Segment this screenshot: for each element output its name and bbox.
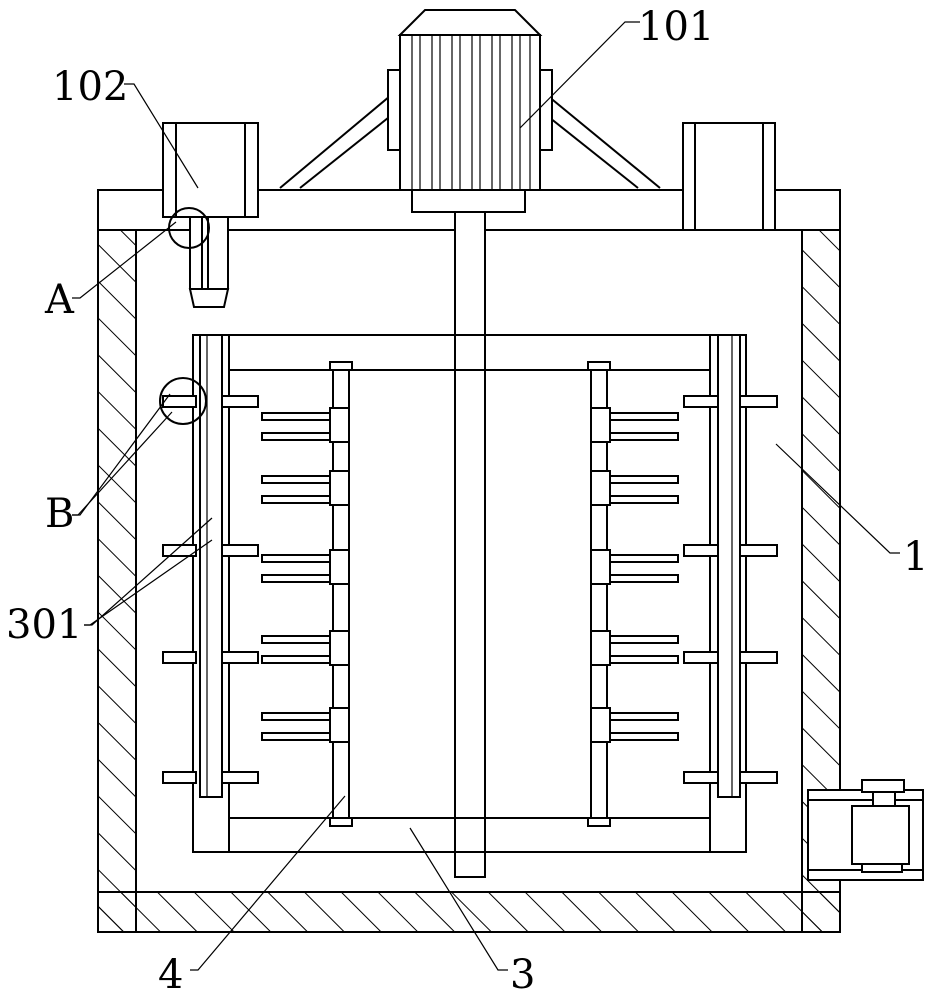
label-frame: 3	[510, 952, 535, 998]
motor-fins	[411, 35, 531, 190]
left-wall	[97, 229, 137, 933]
left-scraper-rod	[159, 334, 259, 798]
right-stirring-shaft	[587, 361, 679, 827]
label-detail-a: A	[44, 277, 75, 323]
detail-b-circle	[159, 377, 207, 425]
right-scraper-rod	[683, 334, 778, 798]
left-paddles	[261, 407, 350, 743]
inlet-box	[162, 122, 259, 218]
central-shaft	[454, 211, 486, 878]
left-blades	[162, 395, 259, 784]
left-stirring-shaft	[261, 361, 353, 827]
label-shaft: 4	[158, 952, 183, 998]
inlet-pipe	[162, 122, 259, 308]
label-motor: 101	[638, 4, 714, 50]
right-paddles	[590, 407, 679, 743]
label-housing: 1	[903, 534, 928, 580]
leader-lines	[72, 21, 900, 971]
label-detail-b: B	[45, 491, 74, 537]
motor-cap	[397, 9, 543, 36]
label-rod: 301	[6, 602, 82, 648]
side-pump	[807, 779, 924, 881]
motor-body	[399, 34, 541, 191]
outlet-port	[682, 122, 776, 231]
part-labels: 101 102 A B 301 1 4 3	[6, 4, 928, 998]
motor-base	[411, 189, 526, 213]
motor-brackets	[279, 95, 661, 189]
label-inlet: 102	[52, 64, 128, 110]
motor	[387, 9, 553, 213]
right-blades	[683, 395, 778, 784]
bottom-wall	[97, 891, 841, 933]
